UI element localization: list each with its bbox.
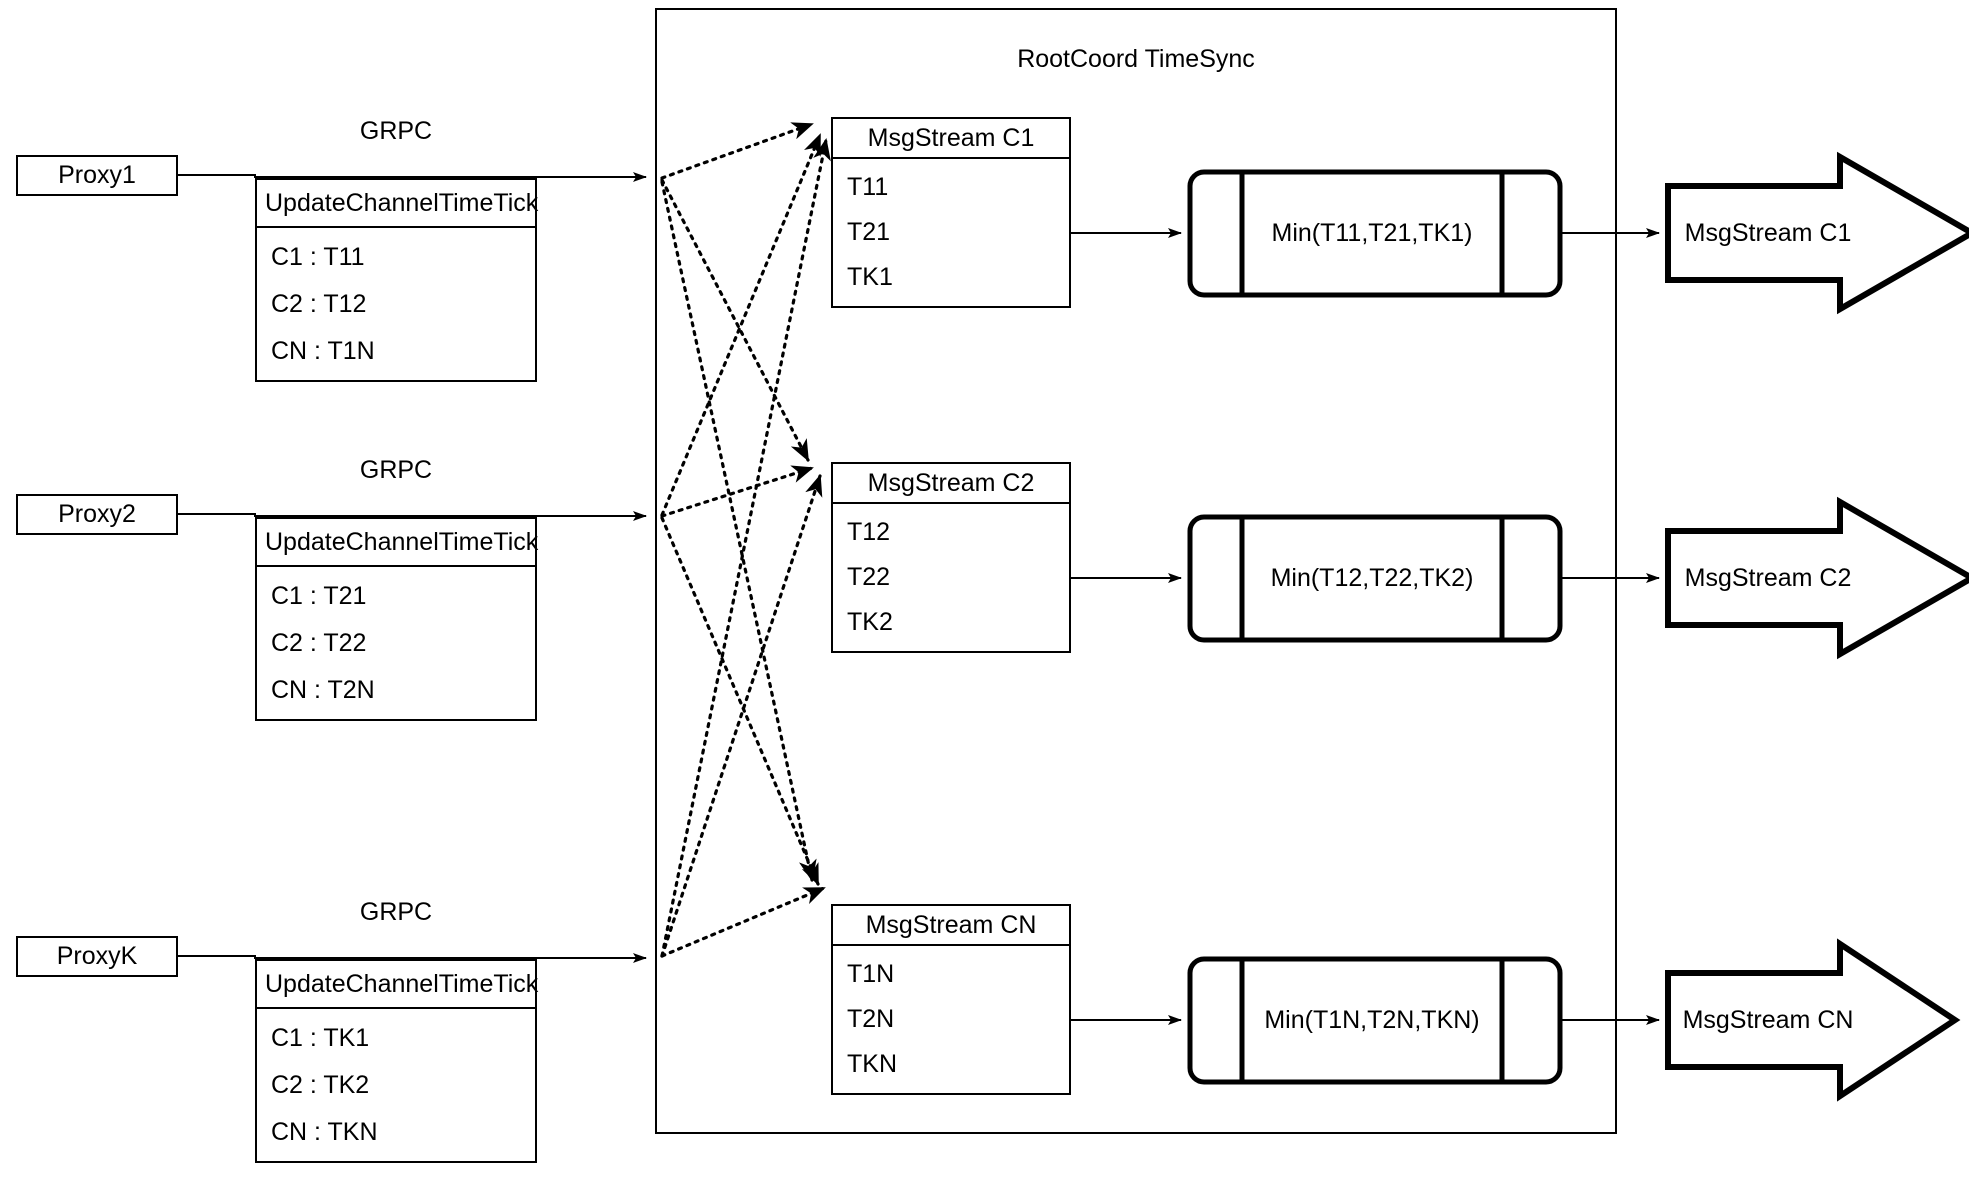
min-label-c2: Min(T12,T22,TK2) [1270, 564, 1474, 592]
proxyk-grpc-connector [178, 953, 647, 963]
request-table-proxy1: UpdateChannelTimeTick C1 : T11 C2 : T12 … [255, 178, 538, 382]
table-row: TK1 [847, 263, 893, 292]
table-row: C2 : T12 [271, 289, 367, 318]
proxy-box-proxy2[interactable]: Proxy2 [16, 494, 178, 535]
msgstream-table-c2: MsgStream C2 T12 T22 TK2 [831, 462, 1071, 653]
table-row: T22 [847, 563, 891, 592]
edge-p1-c1 [660, 122, 814, 180]
table-row: TK2 [847, 608, 893, 637]
min-to-output-connectors [1560, 228, 1660, 1025]
request-table-body: C1 : T21 C2 : T22 CN : T2N [257, 567, 535, 719]
msgstream-table-c1: MsgStream C1 T11 T21 TK1 [831, 117, 1071, 308]
table-row: TKN [847, 1050, 897, 1079]
request-table-title: UpdateChannelTimeTick [257, 180, 538, 228]
table-row: C2 : TK2 [271, 1070, 370, 1099]
table-row: T21 [847, 218, 891, 247]
request-table-body: C1 : TK1 C2 : TK2 CN : TKN [257, 1009, 535, 1161]
msgstream-table-title: MsgStream C2 [833, 464, 1069, 504]
table-row: C2 : T22 [271, 628, 367, 657]
proxy1-grpc-connector [178, 172, 647, 182]
edge-pk-cn [660, 886, 826, 958]
grpc-label-proxy1: GRPC [359, 117, 433, 145]
min-box-cn [1187, 956, 1563, 1085]
request-table-title: UpdateChannelTimeTick [257, 519, 538, 567]
output-arrow-c2 [1665, 496, 1969, 660]
edge-p1-c2 [660, 178, 810, 462]
table-row: T12 [847, 518, 891, 547]
output-arrow-cn [1665, 938, 1961, 1102]
min-label-c1: Min(T11,T21,TK1) [1271, 219, 1473, 247]
request-table-title: UpdateChannelTimeTick [257, 961, 538, 1009]
min-label-cn: Min(T1N,T2N,TKN) [1264, 1006, 1480, 1034]
proxy-box-proxyk[interactable]: ProxyK [16, 936, 178, 977]
edge-p2-cn [660, 516, 820, 886]
output-block-arrows [1665, 151, 1969, 1102]
msgstream-table-cn: MsgStream CN T1N T2N TKN [831, 904, 1071, 1095]
grpc-label-proxy2: GRPC [359, 456, 433, 484]
output-arrow-c1 [1665, 151, 1969, 315]
msgstream-table-body: T12 T22 TK2 [833, 504, 1069, 651]
msgstream-table-body: T11 T21 TK1 [833, 159, 1069, 306]
msgstream-table-title: MsgStream CN [833, 906, 1069, 946]
stream-to-min-connectors [1071, 228, 1182, 1025]
table-row: C1 : T11 [271, 243, 365, 272]
edge-p2-c2 [660, 465, 814, 518]
edge-pk-c2 [660, 474, 823, 958]
proxy-box-proxy1[interactable]: Proxy1 [16, 155, 178, 196]
msgstream-table-title: MsgStream C1 [833, 119, 1069, 159]
dotted-dispatch-edges [660, 122, 831, 958]
table-row: CN : T2N [271, 675, 375, 704]
table-row: C1 : TK1 [271, 1024, 370, 1053]
min-shapes [1187, 169, 1563, 1085]
min-box-c2 [1187, 514, 1563, 643]
table-row: C1 : T21 [271, 582, 367, 611]
rootcoord-timesync-title: RootCoord TimeSync [1017, 45, 1255, 73]
min-box-c1 [1187, 169, 1563, 298]
proxy2-grpc-connector [178, 511, 647, 521]
edge-p2-c1 [660, 133, 822, 517]
edge-p1-cn [660, 180, 817, 882]
request-table-proxy2: UpdateChannelTimeTick C1 : T21 C2 : T22 … [255, 517, 538, 721]
request-table-proxyk: UpdateChannelTimeTick C1 : TK1 C2 : TK2 … [255, 959, 538, 1163]
table-row: T11 [847, 173, 889, 202]
table-row: CN : T1N [271, 336, 375, 365]
request-table-body: C1 : T11 C2 : T12 CN : T1N [257, 228, 535, 380]
grpc-label-proxyk: GRPC [359, 898, 433, 926]
table-row: T2N [847, 1005, 895, 1034]
table-row: T1N [847, 960, 895, 989]
edge-pk-c1 [660, 138, 831, 958]
msgstream-table-body: T1N T2N TKN [833, 946, 1069, 1093]
table-row: CN : TKN [271, 1117, 378, 1146]
